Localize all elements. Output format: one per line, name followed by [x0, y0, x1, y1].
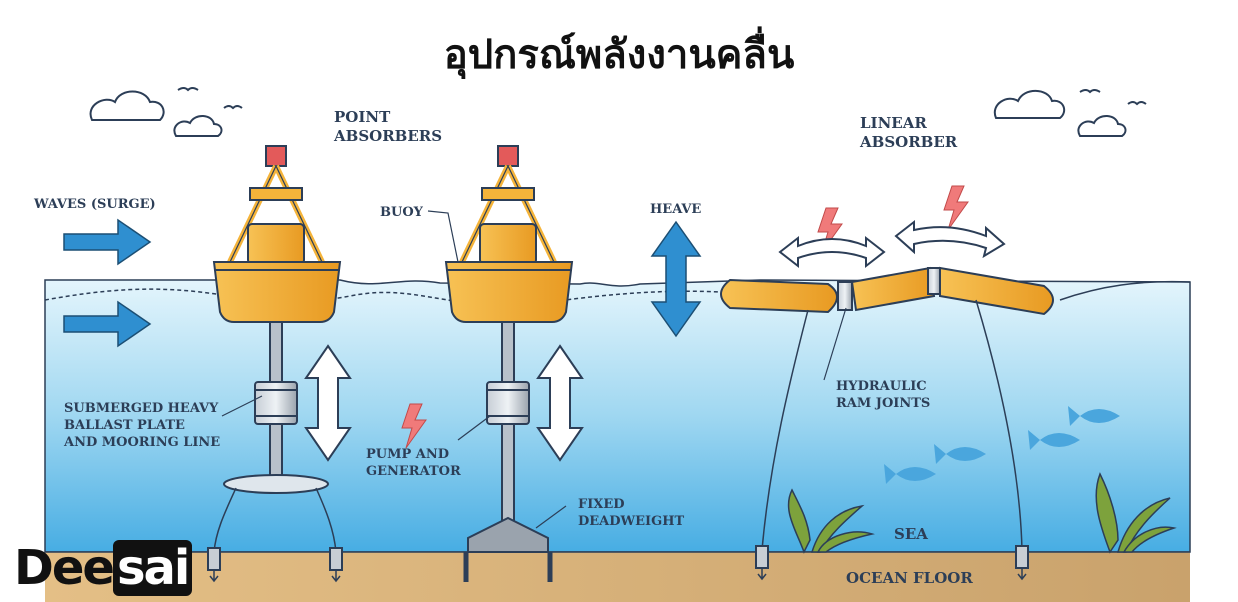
vertical-motion-arrow-2 — [536, 344, 584, 462]
label-ballast-plate: SUBMERGED HEAVY BALLAST PLATE AND MOORIN… — [64, 401, 221, 450]
label-sea: SEA — [894, 525, 928, 543]
brand-logo: Deesai — [14, 540, 193, 596]
heave-arrow-icon — [650, 220, 702, 338]
lightning-bolt-icon — [401, 185, 969, 449]
label-buoy: BUOY — [380, 205, 423, 220]
brand-highlight: sai — [112, 540, 193, 596]
vertical-motion-arrow-1 — [304, 344, 352, 462]
label-point-absorbers: POINT ABSORBERS — [334, 108, 443, 145]
callout-line — [221, 210, 567, 529]
linear-absorber — [720, 266, 1054, 581]
surge-arrow-icon — [63, 218, 152, 348]
label-ocean-floor: OCEAN FLOOR — [846, 569, 973, 587]
label-linear-absorber: LINEAR ABSORBER — [860, 114, 958, 151]
wave-surface-line — [44, 288, 721, 306]
label-hydraulic-joints: HYDRAULIC RAM JOINTS — [836, 379, 931, 411]
label-fixed-deadweight: FIXED DEADWEIGHT — [578, 497, 685, 529]
seaweed-icon — [787, 472, 1177, 554]
point-absorber-buoy-1 — [207, 145, 343, 583]
bird-icon — [177, 87, 1147, 110]
label-pump-generator: PUMP AND GENERATOR — [366, 447, 461, 479]
fish-icon — [884, 406, 1120, 484]
brand-prefix: Dee — [14, 540, 115, 596]
rotation-arrow-icon — [778, 219, 1006, 269]
sea-water — [44, 279, 1191, 553]
wave-crest-right — [1059, 280, 1191, 301]
page-title: อุปกรณ์พลังงานคลื่น — [443, 32, 795, 78]
point-absorber-buoy-2 — [444, 145, 574, 582]
cloud-icon — [89, 89, 1127, 137]
label-heave: HEAVE — [650, 202, 702, 217]
ocean-floor — [45, 552, 1190, 602]
label-waves-surge: WAVES (SURGE) — [34, 197, 156, 212]
